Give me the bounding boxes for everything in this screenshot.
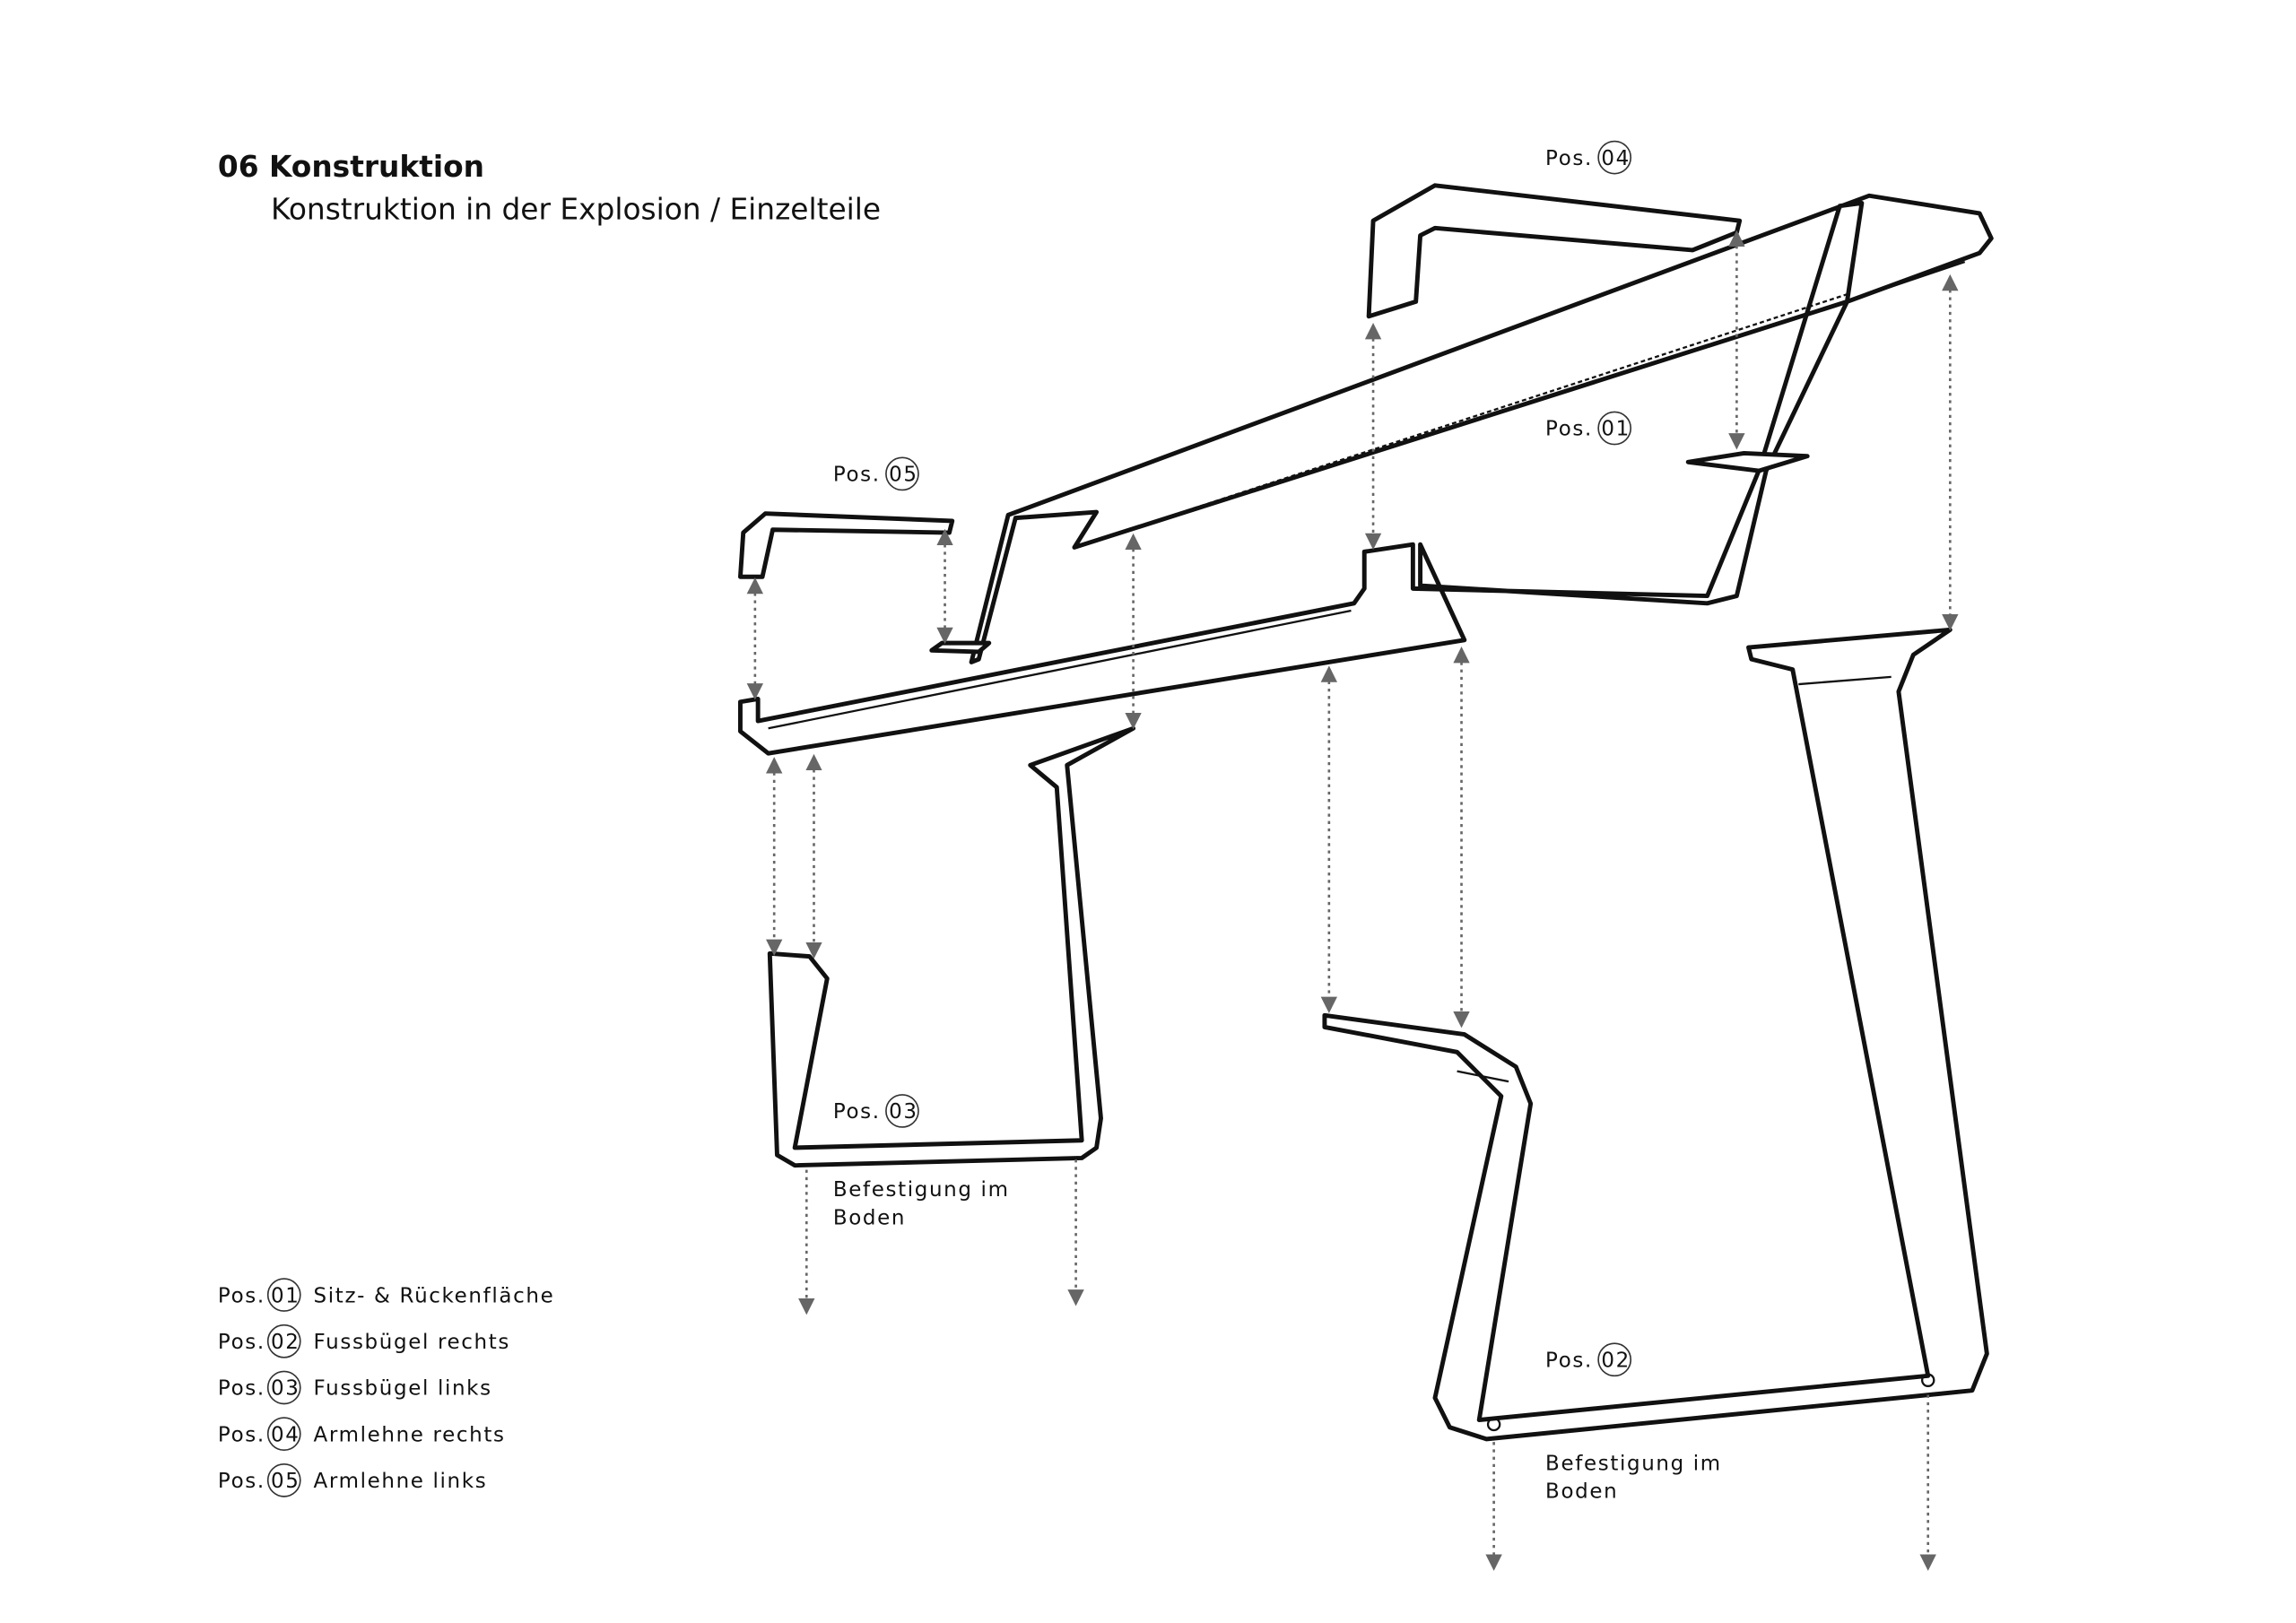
pos_prefix: Pos. <box>833 464 881 487</box>
legend-1-label: Fussbügel rechts <box>314 1331 510 1354</box>
fastening-note-left: Befestigung im Boden <box>833 1178 1010 1229</box>
assembly-arrows <box>746 230 1959 1571</box>
part-foot-bracket-right <box>1322 627 1989 1442</box>
legend-item: Pos. 05 Armlehne links <box>218 1462 488 1497</box>
pos_prefix: Pos. <box>218 1331 265 1354</box>
callout-pos-04: Pos. 04 <box>1545 140 1632 175</box>
callout-pos-02: Pos. 02 <box>1545 1342 1632 1377</box>
fastening_note-line2: Boden <box>833 1206 906 1229</box>
pos_prefix: Pos. <box>1545 1349 1593 1372</box>
legend-item: Pos. 03 Fussbügel links <box>218 1370 492 1405</box>
fastening_note-line1: Befestigung im <box>833 1178 1010 1202</box>
page-subtitle: Konstruktion in der Explosion / Einzelte… <box>271 193 881 227</box>
legend-item: Pos. 01 Sitz- & Rückenfläche <box>218 1278 555 1312</box>
callout-pos-05: Pos. 05 <box>833 456 919 491</box>
pos_prefix: Pos. <box>833 1100 881 1124</box>
callouts-pos03: 03 <box>889 1100 918 1124</box>
fastening_note-line1: Befestigung im <box>1545 1452 1722 1475</box>
pos_prefix: Pos. <box>1545 147 1593 170</box>
pos_prefix: Pos. <box>218 1470 265 1493</box>
legend-0-number: 01 <box>271 1284 300 1307</box>
fastening_note-line2: Boden <box>1545 1480 1618 1504</box>
legend-4-number: 05 <box>271 1470 300 1493</box>
parts-legend: Pos. 01 Sitz- & Rückenfläche Pos. 02 Fus… <box>218 1278 555 1497</box>
part-armrest-left <box>737 511 992 655</box>
callout-pos-01: Pos. 01 <box>1545 411 1632 446</box>
callouts-pos01: 01 <box>1601 418 1631 441</box>
pos_prefix: Pos. <box>218 1284 265 1307</box>
legend-item: Pos. 02 Fussbügel rechts <box>218 1324 510 1358</box>
legend-4-label: Armlehne links <box>314 1470 488 1493</box>
pos_prefix: Pos. <box>1545 418 1593 441</box>
legend-3-label: Armlehne rechts <box>314 1423 506 1446</box>
pos_prefix: Pos. <box>218 1377 265 1401</box>
pos_prefix: Pos. <box>218 1423 265 1446</box>
part-foot-bracket-left <box>767 725 1136 1168</box>
callouts-pos02: 02 <box>1601 1349 1631 1372</box>
callouts-pos05: 05 <box>889 464 918 487</box>
callout-pos-03: Pos. 03 <box>833 1094 919 1128</box>
fastening-note-right: Befestigung im Boden <box>1545 1452 1722 1504</box>
legend-2-label: Fussbügel links <box>314 1377 492 1401</box>
legend-0-label: Sitz- & Rückenfläche <box>314 1284 555 1307</box>
callouts-pos04: 04 <box>1601 147 1631 170</box>
page-title: 06 Konstruktion <box>218 150 484 184</box>
legend-item: Pos. 04 Armlehne rechts <box>218 1417 506 1452</box>
part-armrest-right <box>1366 183 1743 319</box>
legend-1-number: 02 <box>271 1331 300 1354</box>
legend-3-number: 04 <box>271 1423 300 1446</box>
part-seat-back <box>737 193 1994 756</box>
legend-2-number: 03 <box>271 1377 300 1401</box>
